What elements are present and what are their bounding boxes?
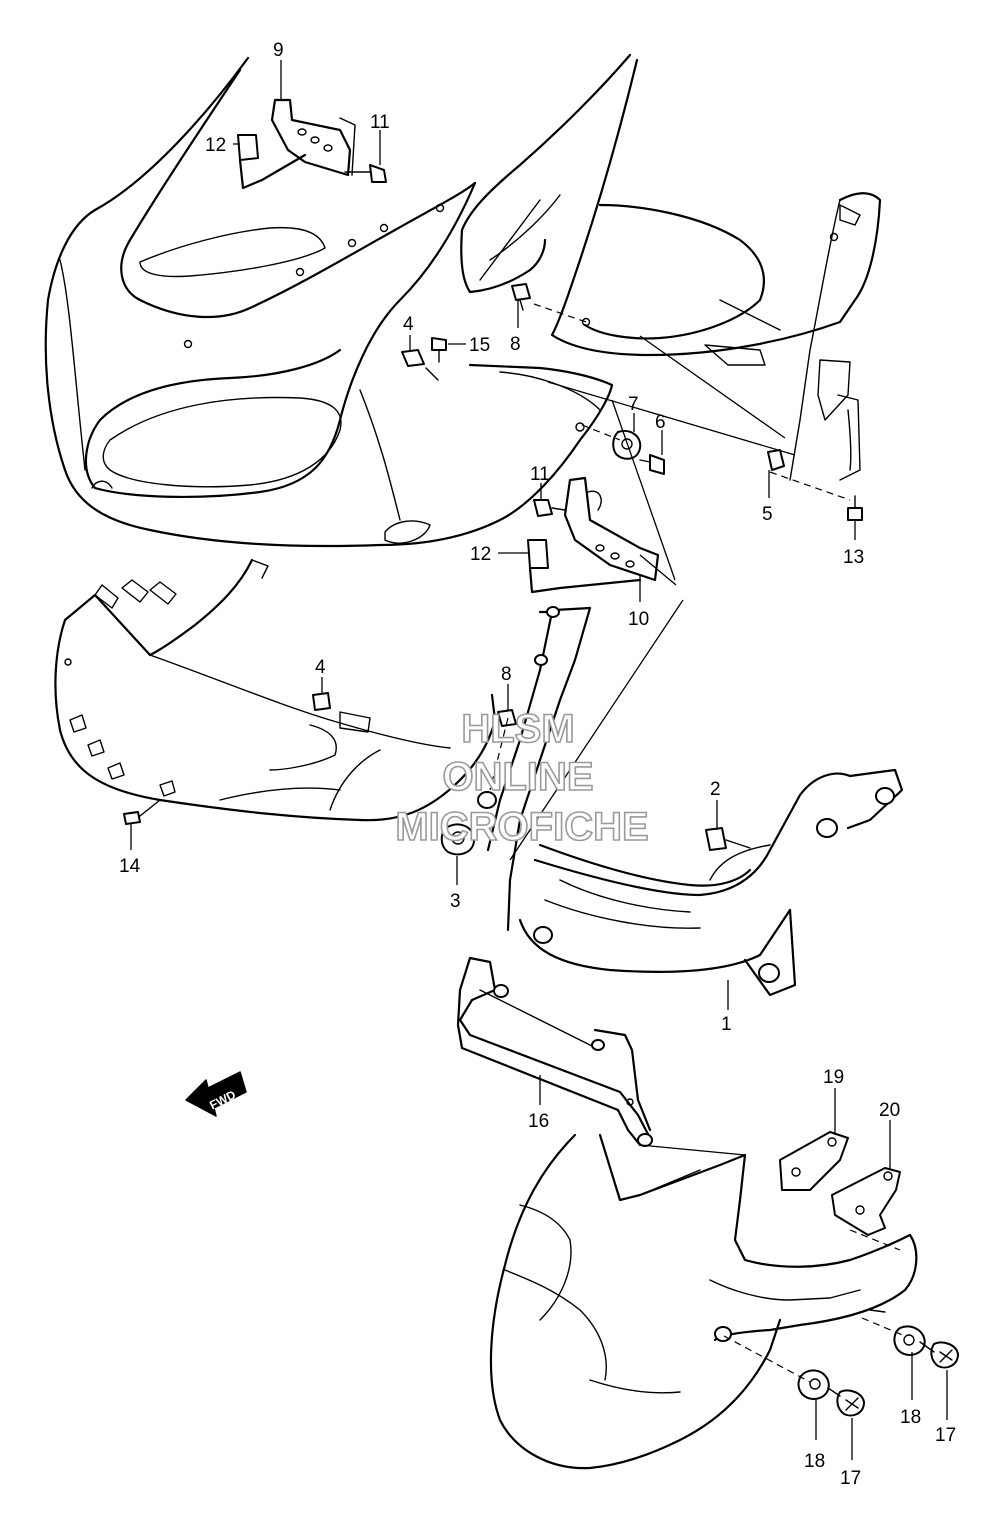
watermark: HLSM ONLINE MICROFICHE: [395, 706, 650, 850]
callout-12-upper: 12: [205, 135, 226, 156]
assembly-lines: [489, 303, 906, 1383]
callout-4-upper: 4: [403, 314, 414, 335]
callout-18-left: 18: [804, 1451, 825, 1472]
callout-11-lower: 11: [530, 464, 550, 485]
callout-3: 3: [450, 891, 461, 912]
callout-8-lower: 8: [501, 664, 512, 685]
callout-19: 19: [823, 1067, 844, 1088]
callout-13: 13: [843, 547, 864, 568]
upper-cowling: [44, 56, 614, 548]
callout-10: 10: [628, 609, 649, 630]
cowling-bracket: [477, 606, 904, 997]
callout-1: 1: [721, 1014, 732, 1035]
callout-6: 6: [655, 412, 666, 433]
callout-4-lower: 4: [315, 657, 326, 678]
callout-15: 15: [469, 335, 490, 356]
watermark-line2: ONLINE: [442, 755, 593, 799]
callout-11-upper: 11: [370, 112, 390, 133]
watermark-line1: HLSM: [461, 707, 574, 751]
callout-2: 2: [710, 779, 721, 800]
watermark-line3: MICROFICHE: [395, 805, 648, 849]
side-cowling: [54, 558, 497, 822]
callout-leaders: [130, 60, 948, 1460]
callout-14: 14: [119, 856, 141, 877]
callout-20: 20: [879, 1100, 900, 1121]
callout-18-right: 18: [900, 1407, 921, 1428]
callout-17-left: 17: [840, 1468, 861, 1489]
callout-5: 5: [762, 504, 773, 525]
reference-lines: [509, 335, 796, 1156]
callout-12-lower: 12: [470, 544, 491, 565]
inner-cowling: [460, 53, 882, 481]
callout-16: 16: [528, 1111, 549, 1132]
callout-7: 7: [628, 394, 639, 415]
undercowl-bracket: [456, 956, 653, 1147]
forward-direction-arrow: FWD: [185, 1071, 247, 1117]
callout-8-upper: 8: [510, 334, 521, 355]
callout-9: 9: [273, 40, 284, 61]
small-parts: [123, 98, 959, 1417]
callout-17-right: 17: [935, 1425, 956, 1446]
callouts: 9 11 12 4 15 8 7 6 5 13 11 12 10 4 8 14 …: [119, 40, 956, 1489]
